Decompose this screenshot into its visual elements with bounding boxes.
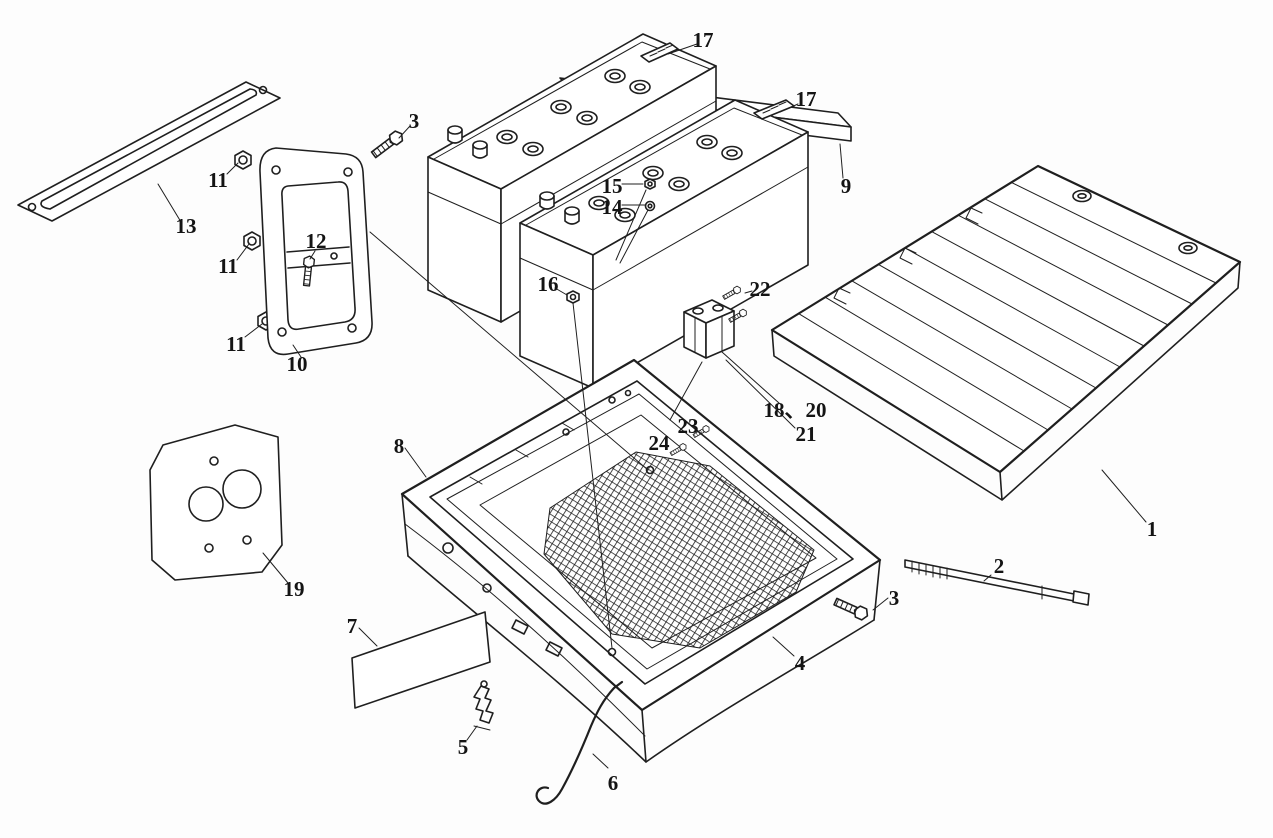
callout-11-top: 11 xyxy=(208,168,228,192)
callout-17-top: 17 xyxy=(693,28,714,52)
callout-4: 4 xyxy=(795,651,806,675)
callout-12: 12 xyxy=(306,229,327,253)
callout-8: 8 xyxy=(394,434,405,458)
part-plate-7 xyxy=(351,611,491,709)
callout-7: 7 xyxy=(347,614,358,638)
part-clamp-left xyxy=(640,42,679,63)
callout-13: 13 xyxy=(176,214,197,238)
callout-23: 23 xyxy=(678,414,699,438)
alignment-lines xyxy=(369,189,703,649)
callout-17-right: 17 xyxy=(796,87,817,111)
part-hold-down-frame xyxy=(259,147,373,356)
callout-labels: 17 17 3 9 11 13 15 14 11 12 16 22 11 10 … xyxy=(176,28,1158,795)
callout-6: 6 xyxy=(608,771,619,795)
callout-3-bottom: 3 xyxy=(889,586,900,610)
part-gasket-plate xyxy=(149,424,283,581)
part-tie-rod xyxy=(904,559,1090,606)
part-washer-15 xyxy=(644,178,656,190)
callout-10: 10 xyxy=(287,352,308,376)
part-top-bracket xyxy=(17,81,281,222)
callout-21: 21 xyxy=(796,422,817,446)
callout-3-top: 3 xyxy=(409,109,420,133)
part-battery-cover xyxy=(770,164,1242,501)
part-bolt-14 xyxy=(644,200,656,212)
callout-2: 2 xyxy=(994,554,1005,578)
part-bolt-top xyxy=(369,128,407,161)
callout-18-20: 18、20 xyxy=(764,398,827,422)
callout-24: 24 xyxy=(649,431,671,455)
leader-lines xyxy=(157,43,1147,769)
part-nut-16 xyxy=(566,290,580,304)
part-bolt-bottom xyxy=(832,595,871,623)
part-j-bolt xyxy=(535,680,624,805)
callout-1: 1 xyxy=(1147,517,1158,541)
callout-22: 22 xyxy=(750,277,771,301)
callout-15: 15 xyxy=(602,174,623,198)
part-terminal-block xyxy=(683,299,735,359)
callout-5: 5 xyxy=(458,735,469,759)
callout-16: 16 xyxy=(538,272,559,296)
callout-9: 9 xyxy=(841,174,852,198)
part-clip-5 xyxy=(473,680,494,731)
callout-19: 19 xyxy=(284,577,305,601)
callout-11-mid: 11 xyxy=(218,254,238,278)
callout-11-bottom: 11 xyxy=(226,332,246,356)
part-mesh-panel xyxy=(543,451,815,649)
callout-14: 14 xyxy=(602,195,624,219)
part-nut-top xyxy=(234,150,252,170)
